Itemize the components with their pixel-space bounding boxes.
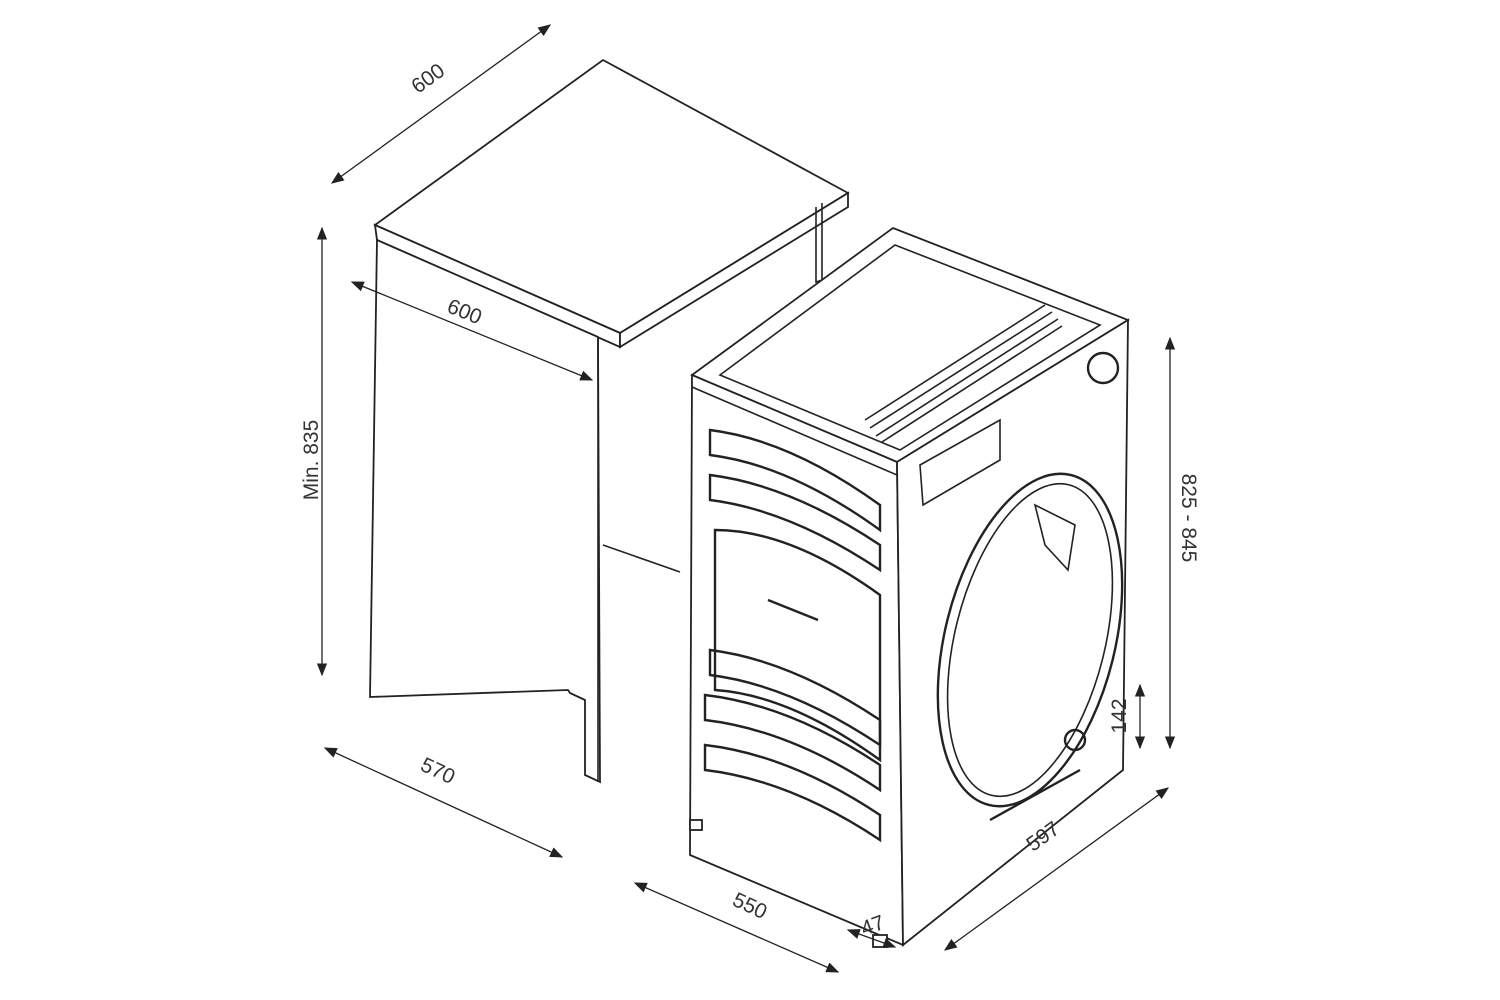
washing-machine-drawing: [689, 226, 1131, 948]
dimension-lines: [316, 24, 1176, 973]
dim-cabinet-depth-top: 600: [407, 59, 449, 98]
dim-cabinet-min-height: Min. 835: [300, 420, 323, 501]
dim-cabinet-depth-bottom: 570: [417, 753, 458, 789]
dim-plinth-height: 142: [1108, 698, 1131, 733]
side-ribs: [703, 428, 882, 843]
dim-machine-height: 825 - 845: [1177, 474, 1200, 563]
dim-machine-depth: 550: [729, 888, 770, 924]
